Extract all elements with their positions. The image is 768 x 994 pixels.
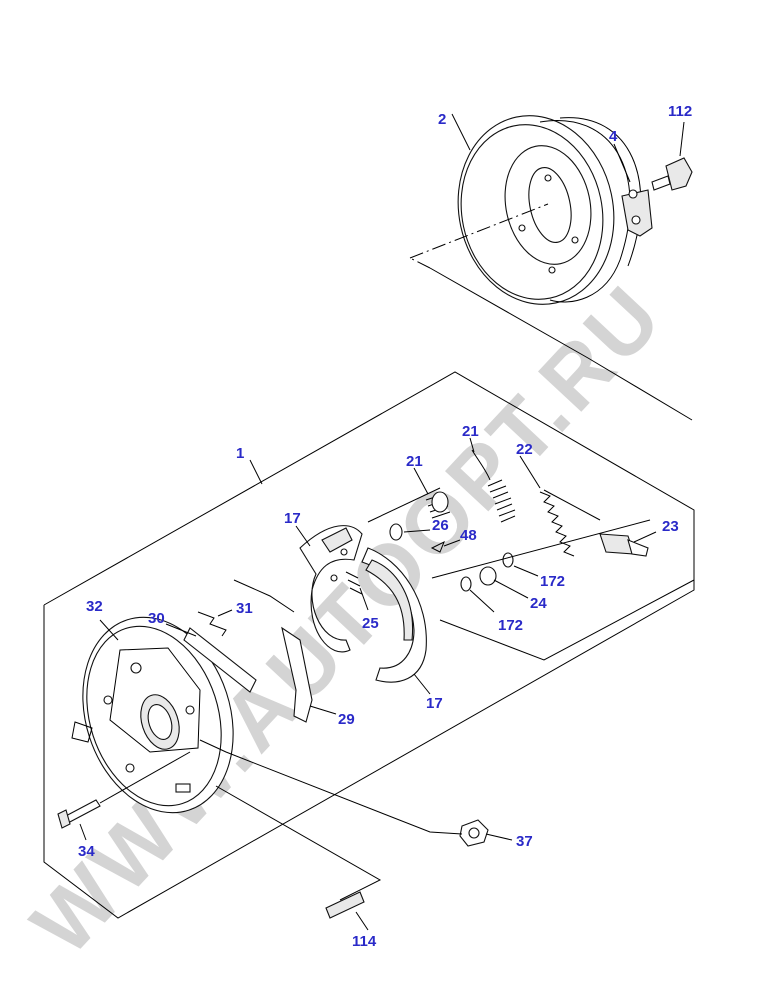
drum-axis	[409, 203, 549, 259]
callout-22: 22	[516, 441, 533, 458]
drum-axis-end	[409, 257, 431, 269]
callout-2: 2	[438, 111, 446, 128]
callout-21-lower: 21	[406, 453, 423, 470]
callout-17-front: 17	[426, 695, 443, 712]
callout-112: 112	[668, 103, 692, 120]
spring-24	[479, 566, 497, 586]
callout-172-lower: 172	[498, 617, 523, 634]
washer-172-lower	[460, 576, 472, 592]
spring-21-lower	[425, 491, 451, 519]
nut-37	[459, 819, 489, 847]
callout-24: 24	[530, 595, 547, 612]
wheel-cylinder	[599, 533, 649, 557]
hold-down-pin	[57, 751, 191, 829]
callout-31: 31	[236, 600, 253, 617]
callout-4: 4	[609, 128, 618, 145]
callout-21-upper: 21	[462, 423, 479, 440]
brake-shoe-front	[361, 547, 427, 683]
callout-labels: 2 4 112 1 21 21 22 23 17 26 48 172 24 17…	[78, 103, 692, 950]
backing-plate	[71, 616, 234, 814]
clip-48	[430, 540, 445, 553]
adjuster-strut	[183, 611, 257, 693]
callout-172-upper: 172	[540, 573, 565, 590]
drum-bolt	[651, 157, 693, 191]
callout-30: 30	[148, 610, 165, 627]
callout-114: 114	[352, 933, 377, 950]
leader-lines	[79, 113, 695, 931]
callout-32: 32	[86, 598, 103, 615]
drum-frame	[429, 267, 693, 421]
parking-lever	[281, 626, 313, 723]
washer-172-upper	[502, 552, 514, 568]
drum-plate	[621, 189, 653, 237]
callout-48: 48	[460, 527, 477, 544]
callout-37: 37	[516, 833, 533, 850]
callout-23: 23	[662, 518, 679, 535]
callout-1: 1	[236, 445, 244, 462]
callout-29: 29	[338, 711, 355, 728]
callout-17-rear: 17	[284, 510, 301, 527]
watermark-text: WWW.AUTOOPT.RU	[14, 267, 682, 973]
spring-25	[345, 571, 363, 595]
bleeder-screw	[325, 891, 365, 919]
spring-22	[539, 489, 601, 557]
assembly-frame	[43, 371, 695, 919]
brake-shoe-rear	[299, 525, 363, 653]
callout-25: 25	[362, 615, 379, 632]
washer-26	[389, 523, 403, 541]
callout-34: 34	[78, 843, 95, 860]
watermark: WWW.AUTOOPT.RU	[14, 267, 682, 973]
callout-26: 26	[432, 517, 449, 534]
spring-21-upper	[471, 449, 516, 523]
brake-drum	[457, 115, 642, 305]
